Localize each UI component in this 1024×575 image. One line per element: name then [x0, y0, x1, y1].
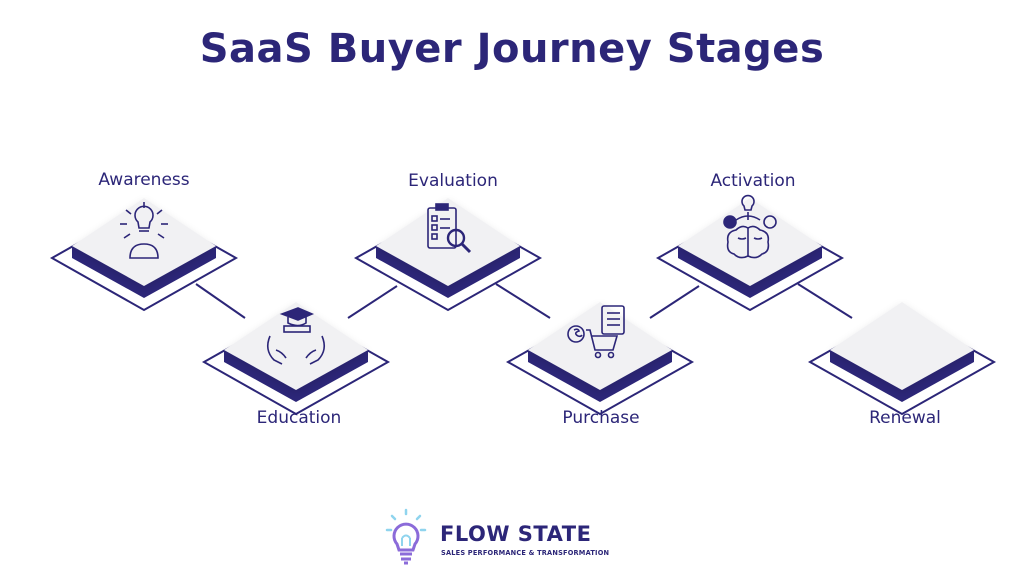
- page-title: SaaS Buyer Journey Stages: [199, 26, 825, 72]
- tile-top: [830, 302, 974, 390]
- stage-tile-evaluation: [353, 198, 543, 312]
- lightbulb-logo-icon: [385, 508, 427, 565]
- tile-top: [224, 302, 368, 390]
- graduation-hands-icon: [266, 307, 326, 365]
- stage-tile-awareness: [49, 198, 239, 312]
- connector-line: [495, 283, 551, 319]
- clipboard-magnifier-icon: [427, 203, 472, 254]
- tile-top: [528, 302, 672, 390]
- brain-gear-icon: [723, 194, 777, 259]
- stage-label-purchase: Purchase: [562, 408, 640, 428]
- stage-tile-purchase: [505, 302, 695, 416]
- lightbulb-person-icon: [120, 202, 168, 259]
- stage-tile-renewal: [807, 302, 997, 416]
- stage-label-evaluation: Evaluation: [408, 171, 498, 191]
- connector-line: [649, 285, 700, 319]
- tile-top: [72, 198, 216, 286]
- stage-label-awareness: Awareness: [98, 170, 190, 190]
- stage-tile-activation: [655, 194, 845, 312]
- tile-top: [678, 198, 822, 286]
- cart-dollar-icon: [567, 305, 625, 359]
- brand-tagline: SALES PERFORMANCE & TRANSFORMATION: [441, 549, 610, 557]
- connector-line: [797, 283, 853, 319]
- stage-label-activation: Activation: [710, 171, 796, 191]
- stage-tile-education: [201, 302, 391, 416]
- connector-line: [195, 283, 246, 319]
- stage-label-renewal: Renewal: [869, 408, 941, 428]
- connectors: [195, 283, 853, 319]
- brand-logo: FLOW STATE SALES PERFORMANCE & TRANSFORM…: [384, 508, 624, 568]
- connector-line: [347, 285, 398, 319]
- stage-label-education: Education: [256, 408, 342, 428]
- brand-name: FLOW STATE: [440, 522, 592, 546]
